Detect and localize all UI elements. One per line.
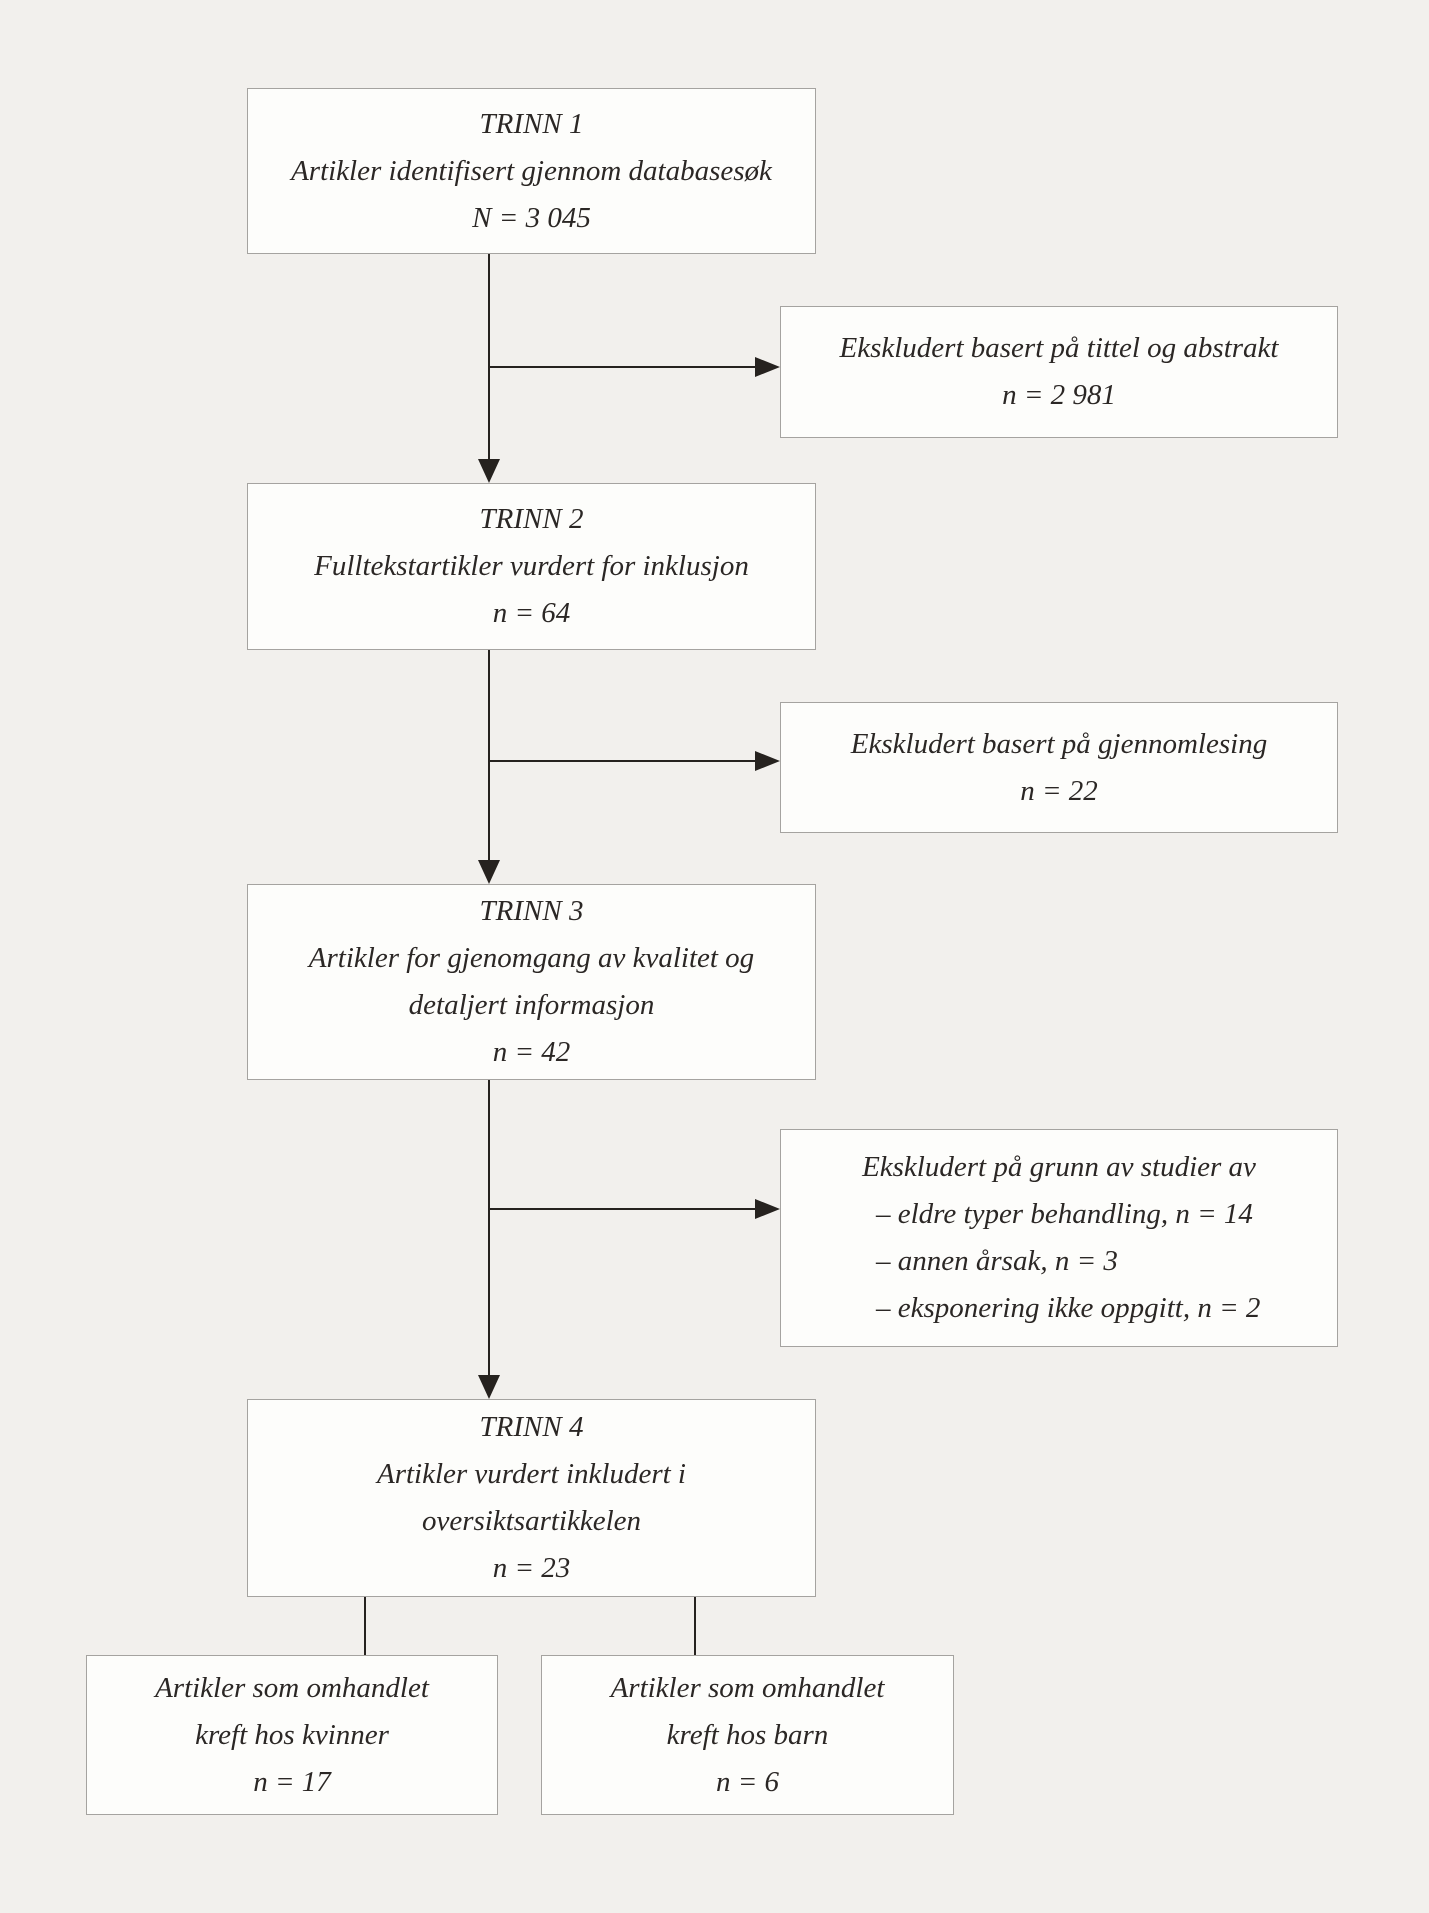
outcome-text: Artikler som omhandlet bbox=[610, 1671, 885, 1704]
step-count: n = 23 bbox=[492, 1552, 571, 1584]
arrow-down-icon bbox=[478, 1375, 500, 1399]
step-description: Artikler for gjenomgang av kvalitet og bbox=[308, 942, 755, 974]
step-count: N = 3 045 bbox=[472, 201, 591, 234]
exclusion-count: n = 22 bbox=[1020, 774, 1098, 807]
exclusion-box-3: Ekskludert på grunn av studier av – eldr… bbox=[780, 1129, 1338, 1347]
connector-trinn4-barn bbox=[694, 1597, 696, 1655]
outcome-count: n = 17 bbox=[253, 1765, 331, 1798]
connector-exclusion-1 bbox=[489, 366, 756, 368]
step-label: TRINN 1 bbox=[479, 107, 584, 140]
step-label: TRINN 3 bbox=[479, 895, 584, 927]
arrow-down-icon bbox=[478, 860, 500, 884]
step-description: Artikler identifisert gjennom databasesø… bbox=[291, 154, 772, 187]
connector-trinn4-kvinner bbox=[364, 1597, 366, 1655]
outcome-text: kreft hos kvinner bbox=[195, 1718, 389, 1751]
outcome-text: Artikler som omhandlet bbox=[155, 1671, 429, 1704]
arrow-right-icon bbox=[755, 751, 780, 771]
step-box-trinn-4: TRINN 4 Artikler vurdert inkludert i ove… bbox=[247, 1399, 816, 1597]
step-box-trinn-1: TRINN 1 Artikler identifisert gjennom da… bbox=[247, 88, 816, 254]
arrow-right-icon bbox=[755, 357, 780, 377]
connector-trinn2-trinn3 bbox=[488, 650, 490, 862]
step-box-trinn-3: TRINN 3 Artikler for gjenomgang av kvali… bbox=[247, 884, 816, 1080]
exclusion-item: – eksponering ikke oppgitt, n = 2 bbox=[876, 1292, 1261, 1324]
exclusion-box-2: Ekskludert basert på gjennomlesing n = 2… bbox=[780, 702, 1338, 833]
step-description: oversiktsartikkelen bbox=[421, 1505, 642, 1537]
exclusion-text: Ekskludert basert på gjennomlesing bbox=[850, 727, 1268, 760]
outcome-count: n = 6 bbox=[715, 1765, 780, 1798]
outcome-box-barn: Artikler som omhandlet kreft hos barn n … bbox=[541, 1655, 954, 1815]
connector-exclusion-2 bbox=[489, 760, 756, 762]
arrow-right-icon bbox=[755, 1199, 780, 1219]
exclusion-text: Ekskludert basert på tittel og abstrakt bbox=[839, 332, 1279, 364]
outcome-box-kvinner: Artikler som omhandlet kreft hos kvinner… bbox=[86, 1655, 498, 1815]
step-description: Fulltekstartikler vurdert for inklusjon bbox=[314, 550, 749, 582]
connector-trinn1-trinn2 bbox=[488, 254, 490, 461]
arrow-down-icon bbox=[478, 459, 500, 483]
outcome-text: kreft hos barn bbox=[666, 1718, 829, 1751]
exclusion-item: – annen årsak, n = 3 bbox=[876, 1245, 1118, 1277]
exclusion-item: – eldre typer behandling, n = 14 bbox=[876, 1198, 1253, 1230]
step-count: n = 64 bbox=[492, 597, 571, 629]
step-description: Artikler vurdert inkludert i bbox=[376, 1458, 686, 1490]
connector-trinn3-trinn4 bbox=[488, 1080, 490, 1377]
exclusion-title: Ekskludert på grunn av studier av bbox=[862, 1151, 1256, 1183]
step-description: detaljert informasjon bbox=[408, 989, 655, 1021]
exclusion-box-1: Ekskludert basert på tittel og abstrakt … bbox=[780, 306, 1338, 438]
step-label: TRINN 4 bbox=[479, 1411, 584, 1443]
step-count: n = 42 bbox=[492, 1036, 571, 1068]
step-box-trinn-2: TRINN 2 Fulltekstartikler vurdert for in… bbox=[247, 483, 816, 650]
step-label: TRINN 2 bbox=[479, 503, 584, 535]
exclusion-count: n = 2 981 bbox=[1002, 379, 1116, 411]
connector-exclusion-3 bbox=[489, 1208, 756, 1210]
